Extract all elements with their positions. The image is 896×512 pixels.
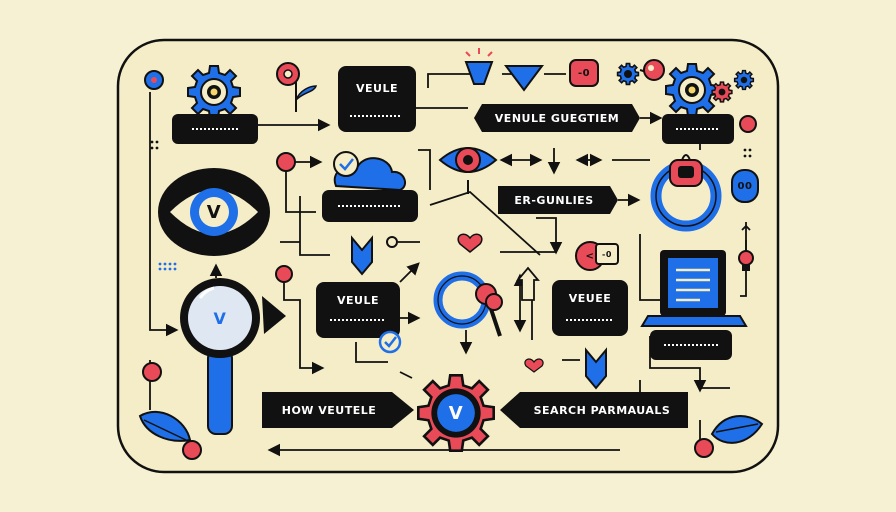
cloud-box: [322, 151, 418, 222]
how-veutele-banner: [262, 392, 414, 428]
connector: [639, 234, 660, 301]
veuee-box: [552, 280, 628, 336]
leaf-icon: [694, 414, 764, 458]
small-gear-icon: [711, 81, 733, 103]
outer-frame: [116, 38, 780, 474]
eye-icon: [158, 168, 270, 256]
bulb-icon: [738, 222, 754, 271]
connector: [427, 73, 470, 88]
er-gunlies-banner: [498, 186, 618, 214]
triangle-icon: [504, 65, 544, 92]
red-circle-node: [575, 241, 619, 271]
magnifier-icon: [180, 278, 286, 435]
check-icon: [378, 330, 402, 354]
funnel-icon: [464, 48, 494, 85]
red-node-icon: [739, 115, 757, 133]
connector: [429, 190, 541, 256]
connector: [399, 371, 413, 379]
connector: [399, 262, 420, 283]
dots-badge: [731, 169, 759, 203]
connector: [285, 170, 316, 213]
leaf-icon: [138, 410, 202, 460]
connector: [418, 149, 431, 190]
connector: [283, 282, 325, 375]
up-arrow-icon: [516, 266, 540, 301]
heart-icon: [457, 233, 483, 253]
target-eye-icon: [438, 147, 498, 194]
dot-grid: [158, 262, 177, 271]
connector: [355, 342, 388, 363]
down-arrow-icon: [351, 235, 373, 276]
veule-mid-box: [316, 282, 400, 338]
open-node-icon: [386, 236, 398, 248]
connector: [149, 92, 179, 337]
small-gear-icon: [733, 69, 755, 91]
small-gear-icon: [616, 62, 640, 86]
flower-icon: [276, 62, 318, 112]
down-arrow-icon: [585, 347, 607, 390]
dot-grid: [150, 140, 752, 158]
code-badge: [569, 59, 599, 87]
gear-icon: [665, 63, 719, 117]
search-parmauals-banner: [500, 392, 688, 428]
connector: [299, 196, 330, 256]
red-node-icon: [275, 265, 293, 283]
red-node-icon: [276, 152, 296, 172]
ring-icon: [650, 154, 722, 232]
key-icon: [639, 59, 665, 81]
red-node-icon: [142, 362, 162, 382]
connector: [536, 217, 563, 255]
venule-guegtiem-banner: [474, 104, 640, 132]
central-gear-icon: [416, 373, 496, 453]
label-box: [172, 114, 258, 144]
veule-top-box: [338, 66, 416, 132]
heart-icon: [524, 358, 544, 373]
gear-icon: [187, 65, 241, 119]
label-box: [650, 330, 732, 360]
laptop-icon: [640, 250, 748, 327]
ring-key-icon: [433, 271, 503, 337]
